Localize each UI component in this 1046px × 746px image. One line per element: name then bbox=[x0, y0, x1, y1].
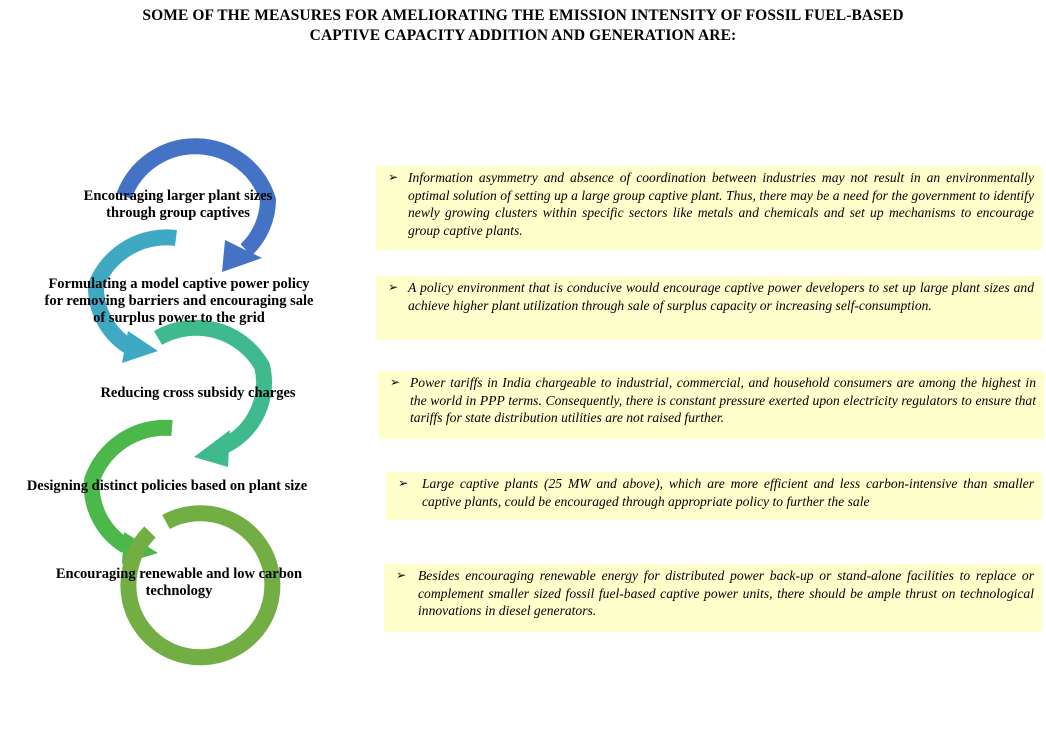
step-1-label: Encouraging larger plant sizes through g… bbox=[83, 188, 273, 221]
step-1-arrowhead bbox=[222, 240, 262, 272]
step-4-label: Designing distinct policies based on pla… bbox=[26, 478, 308, 494]
step-5-description: ➢ Besides encouraging renewable energy f… bbox=[384, 564, 1042, 632]
title-line-2: CAPTIVE CAPACITY ADDITION AND GENERATION… bbox=[309, 27, 737, 44]
step-5-label: Encouraging renewable and low carbon tec… bbox=[55, 566, 303, 599]
step-4-description: ➢ Large captive plants (25 MW and above)… bbox=[386, 472, 1042, 520]
bullet-arrow-icon: ➢ bbox=[396, 568, 407, 582]
title-line-1: SOME OF THE MEASURES FOR AMELIORATING TH… bbox=[142, 7, 904, 24]
step-2-arrow bbox=[87, 229, 177, 353]
bullet-arrow-icon: ➢ bbox=[390, 375, 401, 389]
bullet-arrow-icon: ➢ bbox=[388, 170, 399, 184]
step-2-label: Formulating a model captive power policy… bbox=[44, 276, 314, 326]
step-1-arrow bbox=[116, 138, 277, 256]
step-2-description: ➢ A policy environment that is conducive… bbox=[376, 276, 1042, 340]
step-3-arrow bbox=[153, 319, 272, 454]
step-1-description: ➢ Information asymmetry and absence of c… bbox=[376, 166, 1042, 250]
step-5-arrow bbox=[120, 505, 281, 666]
step-3-label: Reducing cross subsidy charges bbox=[100, 385, 296, 401]
page-title: SOME OF THE MEASURES FOR AMELIORATING TH… bbox=[0, 6, 1046, 46]
step-2-arrowhead bbox=[122, 331, 158, 363]
step-4-arrow bbox=[83, 419, 173, 553]
step-3-arrowhead bbox=[194, 430, 230, 467]
bullet-arrow-icon: ➢ bbox=[398, 476, 409, 490]
bullet-arrow-icon: ➢ bbox=[388, 280, 399, 294]
step-3-description: ➢ Power tariffs in India chargeable to i… bbox=[378, 371, 1044, 439]
